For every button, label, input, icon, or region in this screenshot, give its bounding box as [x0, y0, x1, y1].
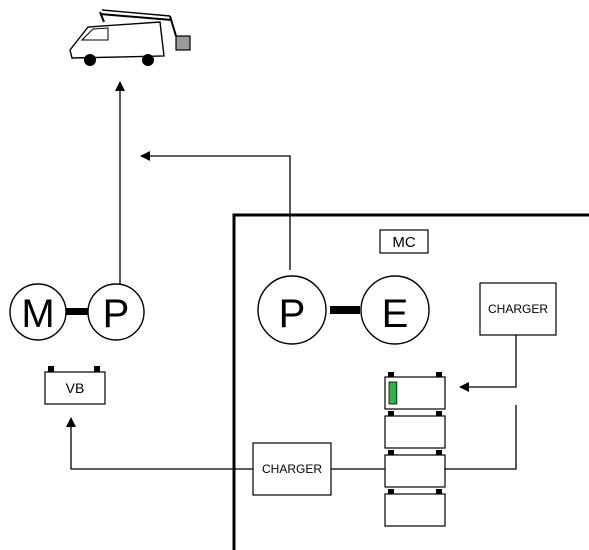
battery-charge-indicator — [388, 381, 398, 405]
motor-pump-left: M P — [9, 283, 145, 341]
motor-node — [9, 283, 67, 341]
mc-boundary — [232, 213, 589, 550]
engine-node — [360, 275, 430, 345]
charger-top: CHARGER — [479, 282, 557, 336]
charger-to-vb-arrow — [66, 417, 253, 470]
battery-icon — [384, 450, 446, 488]
battery-icon — [384, 489, 446, 527]
pump-right-label: P — [279, 292, 306, 336]
battery-stack-return-line — [445, 405, 517, 470]
engine-pump-to-vehicle-arrow — [140, 151, 291, 270]
vehicle-battery: VB — [44, 366, 106, 405]
bucket-truck-icon — [69, 9, 191, 66]
charger-top-label: CHARGER — [488, 302, 548, 316]
charger-bottom-label: CHARGER — [262, 462, 322, 476]
mc-label: MC — [392, 234, 415, 251]
pump-left-node — [87, 283, 145, 341]
engine-label: E — [382, 292, 409, 336]
battery-icon — [384, 372, 446, 410]
pump-engine-right: P E — [257, 275, 430, 345]
pump-right-node — [257, 275, 327, 345]
charger-bottom: CHARGER — [252, 442, 332, 496]
battery-icon — [384, 411, 446, 449]
pump-left-label: P — [103, 292, 130, 336]
mc-label-box: MC — [379, 229, 429, 254]
vb-label: VB — [66, 380, 85, 396]
charger-to-battery-arrow — [459, 335, 517, 392]
motor-label: M — [21, 292, 54, 336]
battery-stack — [384, 372, 446, 527]
